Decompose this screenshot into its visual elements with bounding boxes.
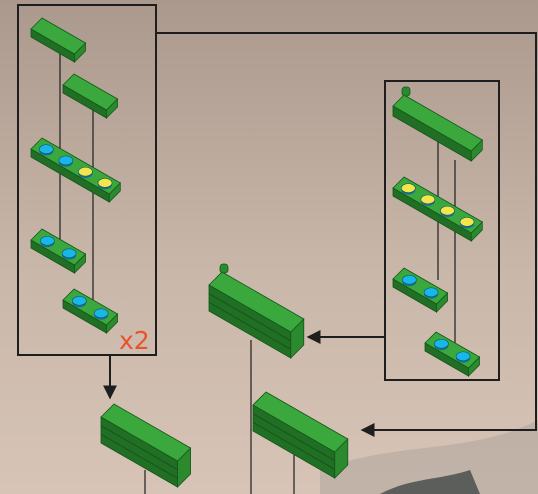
- right-group-frame: [384, 80, 500, 381]
- plate-1x4-right: [392, 176, 483, 242]
- brick-top-face: [392, 94, 483, 152]
- plate-1x4-left: [30, 137, 121, 203]
- brick-layer-seam: [252, 413, 336, 462]
- brick-top-face: [252, 391, 349, 453]
- brick-top-face: [100, 403, 192, 462]
- plate-1x2-left-b: [62, 288, 119, 334]
- plate-1x2-right-b: [424, 331, 481, 377]
- blue-stud: [61, 248, 77, 259]
- blue-stud: [455, 351, 471, 362]
- center-stack-with-clip: [208, 271, 305, 359]
- brick-layer-seam: [100, 425, 178, 471]
- brick-top-face: [62, 73, 119, 111]
- brick-layer: [30, 17, 483, 488]
- yellow-stud: [420, 194, 436, 205]
- plate-smooth-2: [62, 73, 119, 119]
- brick-layer-seam: [208, 301, 292, 350]
- blue-stud: [58, 155, 74, 166]
- brick-layer-seam: [100, 433, 178, 479]
- blue-stud: [72, 295, 87, 306]
- blue-stud: [423, 287, 439, 298]
- plate-clip-right: [392, 94, 483, 162]
- brick-layer-seam: [208, 293, 292, 342]
- brick-top-face: [30, 17, 87, 55]
- yellow-stud: [78, 166, 93, 177]
- clip-nub: [401, 86, 411, 97]
- blue-stud: [402, 274, 417, 285]
- brick-top-face: [30, 137, 121, 195]
- connector-arrow-top-right: [156, 32, 537, 437]
- blue-stud: [40, 235, 55, 246]
- plate-1x2-right-a: [392, 267, 449, 313]
- repeat-count-label: x2: [119, 326, 150, 355]
- left-result-stack: [100, 403, 192, 488]
- plate-1x2-left-a: [30, 228, 87, 274]
- brick-top-face: [392, 176, 483, 234]
- brick-top-face: [208, 271, 305, 333]
- yellow-stud: [400, 183, 416, 193]
- brick-layer-seam: [252, 421, 336, 470]
- yellow-stud: [97, 178, 113, 188]
- plate-smooth-1: [30, 17, 87, 63]
- left-group-frame: [17, 4, 157, 356]
- center-lower-stack: [252, 391, 349, 479]
- cloud-streak: [320, 420, 538, 494]
- blue-stud: [93, 308, 109, 319]
- cloud-streak: [380, 470, 480, 494]
- blue-stud: [434, 338, 449, 349]
- yellow-stud: [459, 217, 475, 227]
- clip-nub: [219, 263, 229, 274]
- yellow-stud: [440, 205, 455, 216]
- blue-stud: [38, 144, 54, 154]
